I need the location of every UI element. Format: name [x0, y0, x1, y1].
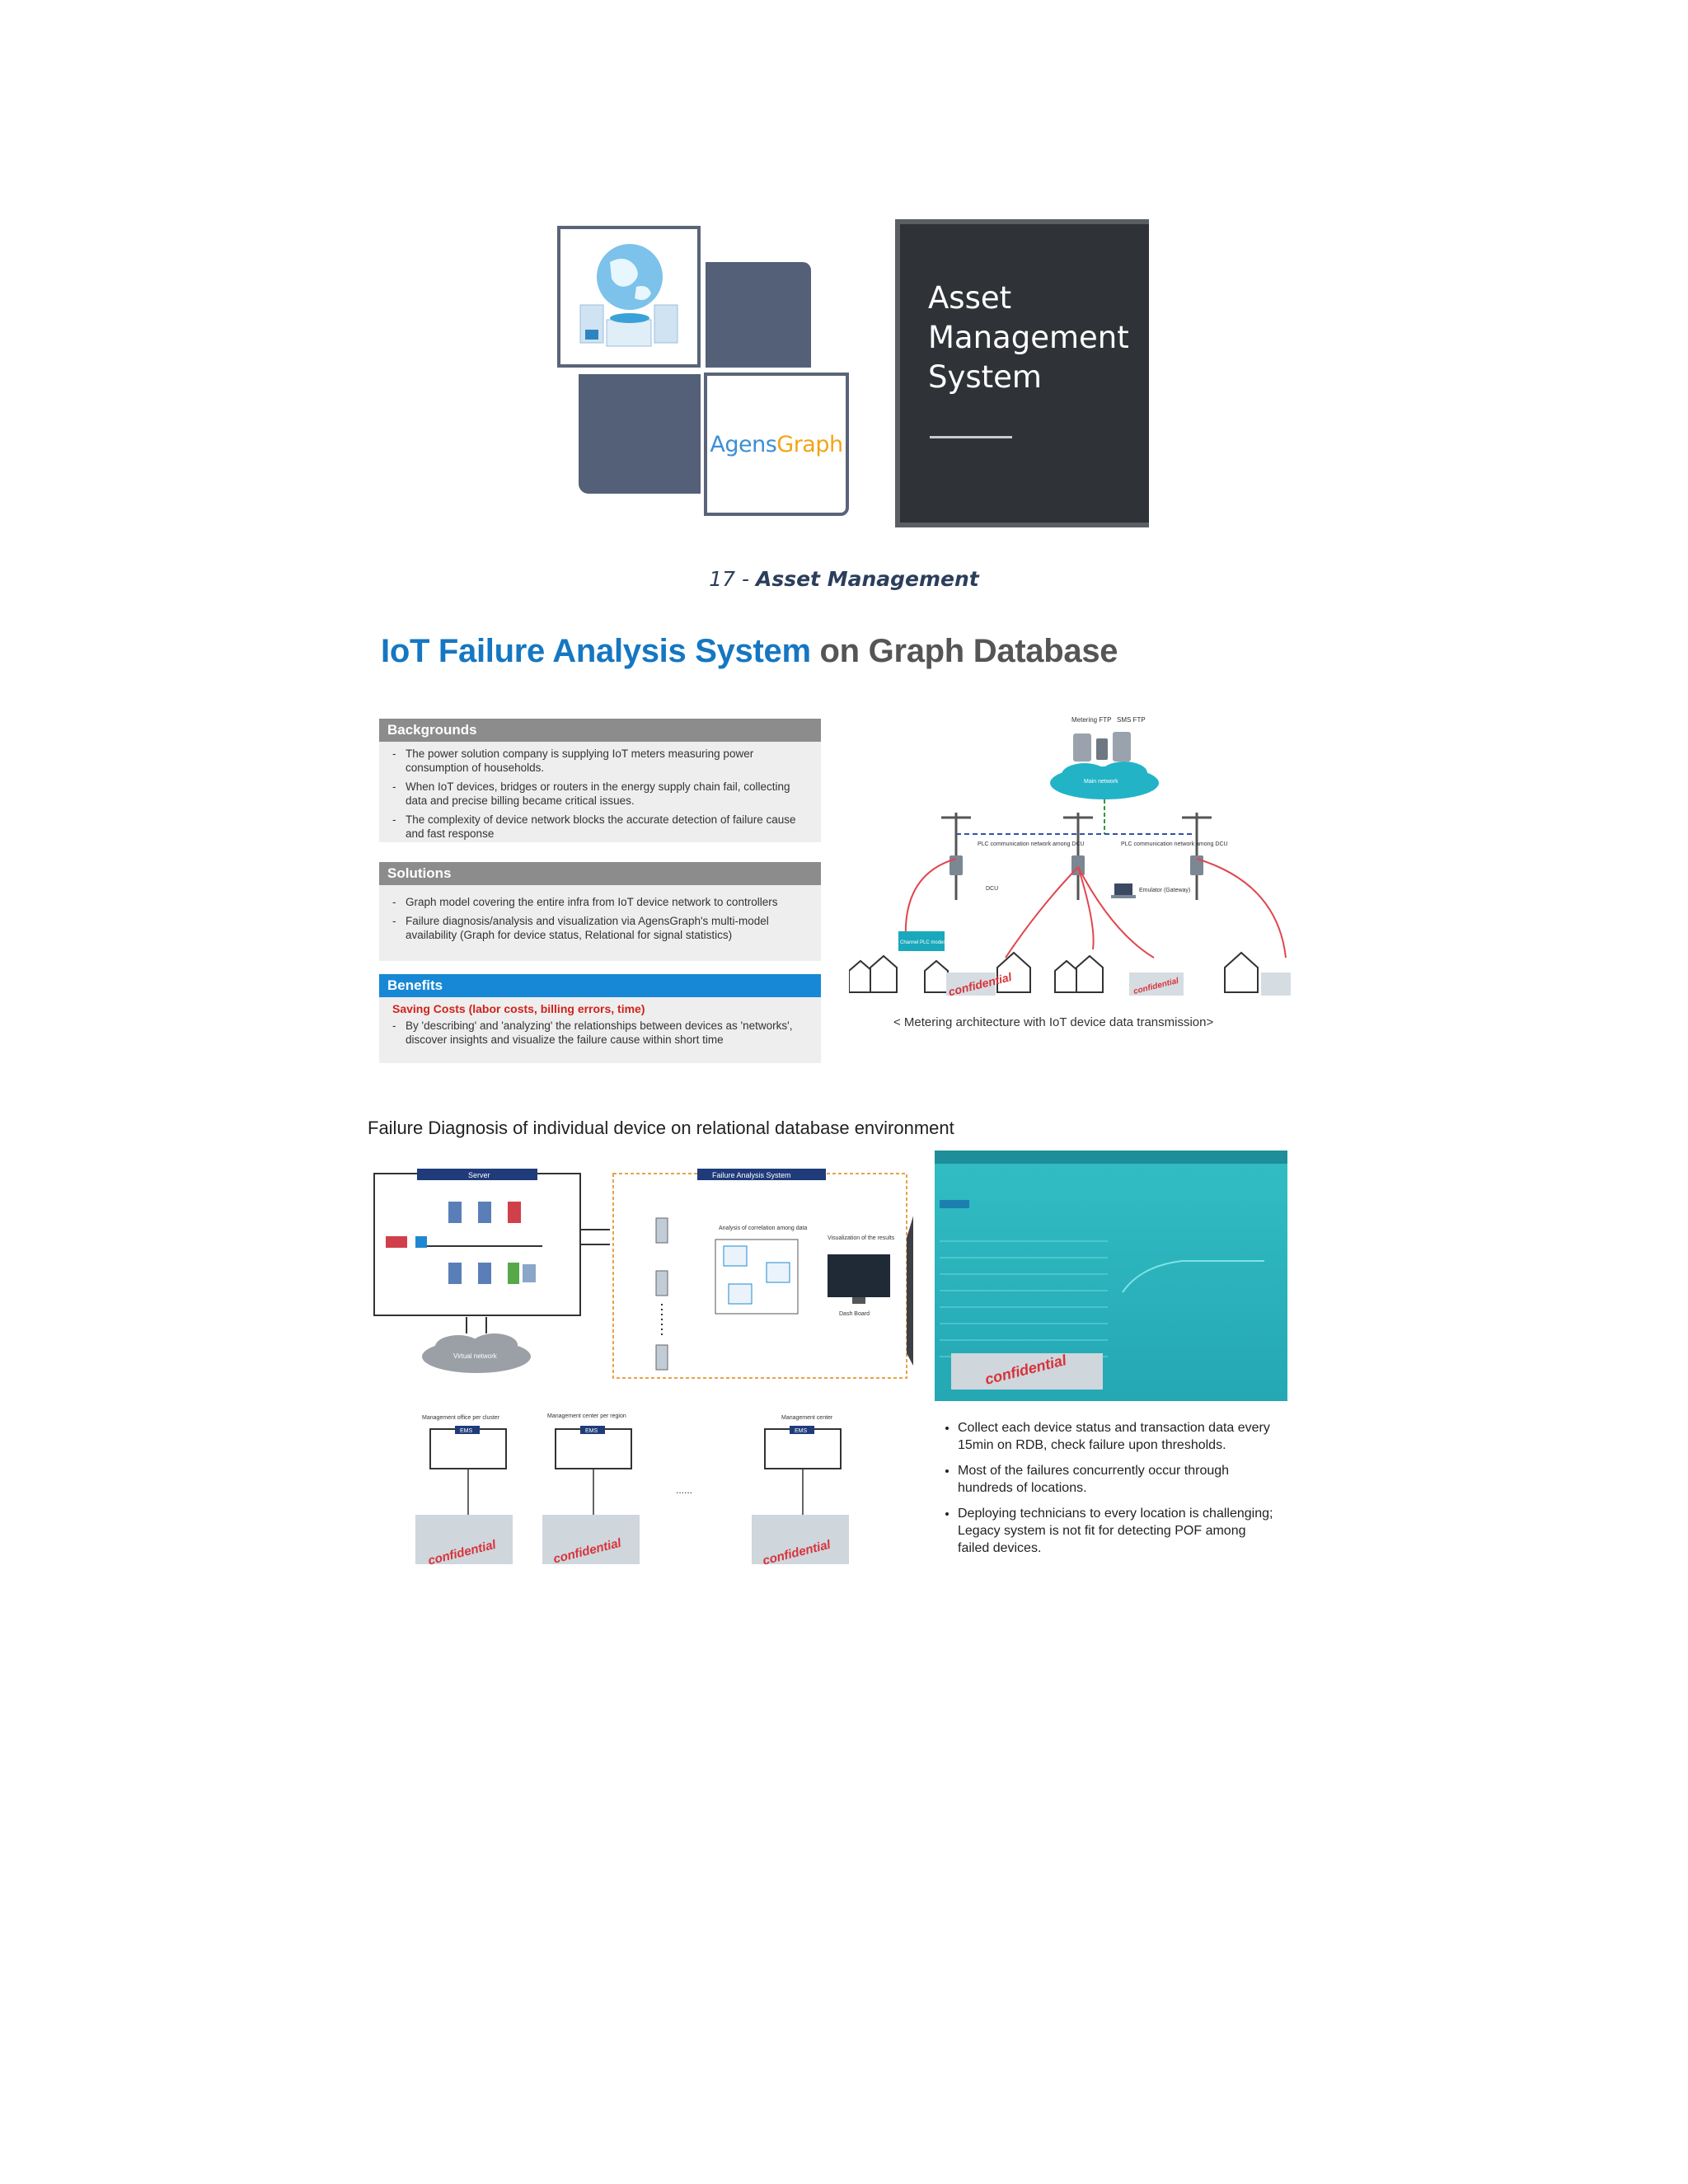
- backgrounds-panel: Backgrounds The power solution company i…: [379, 719, 821, 842]
- cover-title: Asset Management System: [928, 280, 1129, 395]
- sms-ftp-label: SMS FTP: [1117, 716, 1146, 724]
- decor-tile: [579, 374, 701, 494]
- list-item: Collect each device status and transacti…: [958, 1419, 1278, 1454]
- ems-label: EMS: [585, 1428, 598, 1434]
- router-icon: [386, 1236, 407, 1248]
- neighborhood-image: [415, 1515, 849, 1564]
- house-icon: [849, 951, 1259, 993]
- decor-tile: [706, 262, 811, 368]
- main-network-label: Main network: [1084, 779, 1118, 785]
- list-item: Most of the failures concurrently occur …: [958, 1462, 1278, 1497]
- solutions-header: Solutions: [379, 862, 821, 885]
- grid-icon: [723, 1245, 790, 1305]
- cloud-icon: [1050, 762, 1159, 799]
- emulator-label: Emulator (Gateway): [1139, 888, 1190, 893]
- fas-step-label: Visualization of the results: [828, 1235, 895, 1241]
- metering-ftp-label: Metering FTP: [1071, 716, 1111, 724]
- server-box: [373, 1173, 581, 1316]
- monitor-icon: [828, 1254, 890, 1304]
- dcu-label: DCU: [986, 886, 998, 892]
- slide1-title: IoT Failure Analysis System on Graph Dat…: [381, 633, 1118, 669]
- diagnosis-bullets: Collect each device status and transacti…: [940, 1419, 1278, 1565]
- metering-caption: < Metering architecture with IoT device …: [893, 1015, 1214, 1029]
- office-label: Management center per region: [547, 1413, 626, 1419]
- globe-servers-icon: [579, 244, 678, 347]
- dashboard-screenshot: confidential: [935, 1151, 1287, 1401]
- benefits-highlight: Saving Costs (labor costs, billing error…: [392, 1002, 645, 1015]
- fas-label: Failure Analysis System: [712, 1171, 791, 1179]
- ems-label: EMS: [460, 1428, 473, 1434]
- slide2-title: Failure Diagnosis of individual device o…: [368, 1118, 954, 1138]
- server-rack-icon: [448, 1202, 536, 1284]
- fas-step-label: Analysis of correlation among data: [719, 1226, 807, 1231]
- figure-caption: 17 - Asset Management: [709, 567, 979, 591]
- office-label: Management office per cluster: [422, 1415, 500, 1421]
- benefits-header: Benefits: [379, 974, 821, 997]
- backgrounds-header: Backgrounds: [379, 719, 821, 742]
- list-item: The power solution company is supplying …: [392, 747, 813, 775]
- ems-label: EMS: [795, 1428, 808, 1434]
- solutions-panel: Solutions Graph model covering the entir…: [379, 862, 821, 961]
- agensgraph-logo: AgensGraph: [710, 431, 843, 457]
- title-card: Asset Management System: [895, 219, 1149, 527]
- globe-server-tile: [557, 226, 701, 368]
- server-label: Server: [468, 1171, 490, 1179]
- list-item: Failure diagnosis/analysis and visualiza…: [392, 914, 813, 942]
- channel-plc-box: [898, 931, 945, 951]
- ellipsis: ......: [676, 1484, 692, 1496]
- cloud-icon: [422, 1333, 531, 1373]
- list-item: Graph model covering the entire infra fr…: [392, 895, 813, 909]
- dashboard-chart-image: [935, 1151, 1287, 1390]
- plc-right-label: PLC communication network among DCU: [1121, 841, 1228, 847]
- list-item: By 'describing' and 'analyzing' the rela…: [392, 1019, 813, 1047]
- virtual-network-label: Virtual network: [453, 1352, 498, 1360]
- utility-pole-icon: [941, 813, 1212, 900]
- plc-left-label: PLC communication network among DCU: [978, 841, 1085, 847]
- list-item: Deploying technicians to every location …: [958, 1505, 1278, 1557]
- failure-diagnosis-diagram: Server Failure Analysis System Analysis …: [373, 1169, 913, 1568]
- laptop-icon: [1111, 883, 1136, 898]
- ftp-server-icon: [1073, 732, 1131, 762]
- channel-plc-label: Channel PLC modem: [900, 940, 947, 945]
- metering-architecture-diagram: Metering FTP SMS FTP Main network PLC co…: [849, 716, 1291, 999]
- agensgraph-logo-tile: AgensGraph: [704, 373, 849, 516]
- fas-step-label: Dash Board: [839, 1311, 870, 1317]
- title-rule: [930, 436, 1012, 438]
- list-item: When IoT devices, bridges or routers in …: [392, 780, 813, 808]
- benefits-panel: Benefits Saving Costs (labor costs, bill…: [379, 974, 821, 1063]
- ems-box: [429, 1428, 842, 1469]
- device-icon: [655, 1217, 668, 1371]
- list-item: The complexity of device network blocks …: [392, 813, 813, 841]
- office-label: Management center: [781, 1415, 833, 1421]
